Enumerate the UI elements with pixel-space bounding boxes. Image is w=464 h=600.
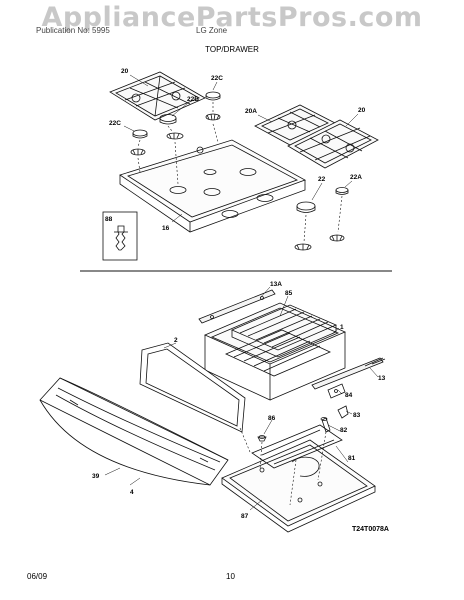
footer-page-number: 10: [226, 572, 235, 581]
callout-16: 16: [162, 225, 170, 232]
clip-83[interactable]: [337, 405, 349, 419]
burner-cap-22b[interactable]: [159, 114, 177, 122]
footer-date: 06/09: [27, 572, 48, 581]
callout-1: 1: [340, 324, 344, 331]
publication-header: Publication No: 5995: [36, 26, 110, 35]
watermark-logo: AppliancePartsPros.com: [41, 2, 423, 33]
drawer-rack[interactable]: [225, 304, 338, 377]
diagram-code: T24T0078A: [352, 526, 389, 533]
callout-22c-left: 22C: [109, 120, 121, 127]
grate-right-20[interactable]: [287, 119, 379, 169]
drawer-front[interactable]: [39, 377, 229, 486]
callout-81: 81: [348, 455, 356, 462]
burner-cap-22c-left[interactable]: [132, 129, 148, 137]
screw-82[interactable]: [320, 417, 331, 433]
grate-left[interactable]: [109, 71, 206, 121]
burner-heads: [130, 113, 221, 156]
model-header: LG Zone: [196, 26, 228, 35]
section-title: TOP/DRAWER: [205, 45, 259, 54]
callout-4: 4: [130, 489, 134, 496]
callout-22a: 22A: [350, 174, 362, 181]
callout-86: 86: [268, 415, 276, 422]
callout-88: 88: [105, 216, 113, 223]
burner-cap-22[interactable]: [296, 201, 316, 211]
drawer-liner[interactable]: [139, 342, 246, 433]
burner-cap-22a[interactable]: [335, 187, 349, 193]
bracket-84[interactable]: [327, 383, 346, 399]
cooktop-main-top[interactable]: [119, 139, 306, 233]
callout-13a: 13A: [270, 281, 282, 288]
callout-84: 84: [345, 392, 353, 399]
callout-20-left: 20: [121, 68, 129, 75]
burner-cap-22c-top[interactable]: [205, 91, 221, 99]
callout-22b: 22B: [187, 96, 199, 103]
part-88-box[interactable]: [102, 211, 138, 261]
callout-82: 82: [340, 427, 348, 434]
callout-39: 39: [92, 473, 100, 480]
drawer-rail-13a[interactable]: [198, 289, 276, 324]
callout-22: 22: [318, 176, 326, 183]
callout-2: 2: [174, 337, 178, 344]
callout-labels: 20 22C 22B 22C 20A 20 22 22A 88 16 13A 8…: [92, 68, 389, 533]
callout-85: 85: [285, 290, 293, 297]
callout-83: 83: [353, 412, 361, 419]
drawer-rail-13[interactable]: [311, 357, 386, 390]
clip-86[interactable]: [257, 435, 267, 442]
callout-20a: 20A: [245, 108, 257, 115]
drawer-body[interactable]: [203, 302, 347, 401]
callout-20-right: 20: [358, 107, 366, 114]
callout-13: 13: [378, 375, 386, 382]
callout-22c-top: 22C: [211, 75, 223, 82]
drawer-bottom-panel[interactable]: [221, 439, 376, 533]
callout-87: 87: [241, 513, 249, 520]
